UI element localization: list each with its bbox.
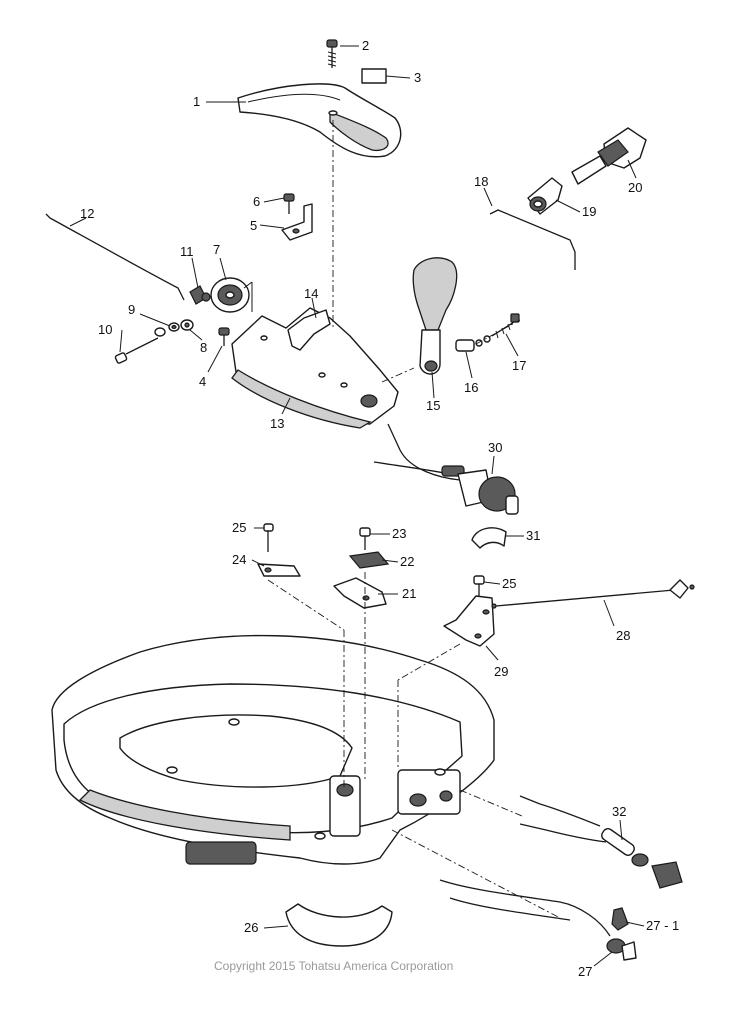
callout-5: 5 — [250, 218, 257, 233]
callout-27-1: 27 - 1 — [646, 918, 679, 933]
part-20-choke-knob — [571, 127, 647, 185]
part-3-label — [361, 68, 387, 84]
callout-11: 11 — [180, 244, 194, 259]
callout-12: 12 — [80, 206, 94, 221]
part-11-clip — [189, 285, 211, 305]
callout-4: 4 — [199, 374, 206, 389]
callout-30: 30 — [488, 440, 502, 455]
assembly-lines — [267, 120, 561, 919]
part-32-choke-cable — [519, 795, 683, 889]
part-10-bolt — [114, 327, 166, 364]
callout-27: 27 — [578, 964, 592, 979]
callout-29: 29 — [494, 664, 508, 679]
part-29-bracket — [443, 595, 495, 647]
bottom-cowling — [51, 634, 495, 865]
copyright-notice: Copyright 2015 Tohatsu America Corporati… — [214, 959, 453, 973]
part-7-pulley — [210, 277, 253, 313]
callout-19: 19 — [582, 204, 596, 219]
callout-23: 23 — [392, 526, 406, 541]
callout-6: 6 — [253, 194, 260, 209]
callout-25a: 25 — [232, 520, 246, 535]
callout-26: 26 — [244, 920, 258, 935]
callout-8: 8 — [200, 340, 207, 355]
callout-20: 20 — [628, 180, 642, 195]
part-18-link-rod — [489, 209, 576, 270]
callout-31: 31 — [526, 528, 540, 543]
part-15-shift-lever — [412, 257, 458, 375]
callout-13: 13 — [270, 416, 284, 431]
part-16-bushing — [455, 339, 475, 352]
callout-1: 1 — [193, 94, 200, 109]
callout-21: 21 — [402, 586, 416, 601]
part-27-stop-switch — [439, 879, 637, 961]
part-25b-bolt — [473, 575, 485, 602]
part-1-top-cover — [237, 83, 402, 158]
part-19-key-knob — [527, 177, 563, 215]
callout-3: 3 — [414, 70, 421, 85]
part-13-handle-base — [231, 307, 399, 429]
part-14-lever-plate — [287, 309, 331, 351]
callout-22: 22 — [400, 554, 414, 569]
part-27-1-clip — [611, 907, 629, 931]
callout-25b: 25 — [502, 576, 516, 591]
part-8-washer — [180, 319, 194, 331]
callout-labels: 1 2 3 4 5 6 7 8 9 10 11 12 13 14 15 16 1… — [80, 38, 679, 979]
part-4-bolt — [218, 327, 230, 346]
callout-7: 7 — [213, 242, 220, 257]
part-5-bracket — [281, 203, 313, 241]
part-17-spring — [475, 313, 520, 347]
part-28-cable — [491, 579, 695, 609]
part-31-clip — [471, 527, 507, 549]
part-26-clamp-strap — [285, 903, 393, 947]
part-2-screw — [326, 39, 338, 68]
callout-32: 32 — [612, 804, 626, 819]
part-9-washer — [168, 322, 180, 332]
callout-2: 2 — [362, 38, 369, 53]
callout-17: 17 — [512, 358, 526, 373]
part-21-bracket — [333, 577, 387, 609]
part-23-bolt — [359, 527, 371, 550]
part-22-plate — [348, 551, 390, 569]
part-6-bolt — [283, 193, 295, 214]
callout-28: 28 — [616, 628, 630, 643]
callout-14: 14 — [304, 286, 318, 301]
callout-16: 16 — [464, 380, 478, 395]
callout-10: 10 — [98, 322, 112, 337]
part-25a-bolt — [263, 523, 274, 552]
callout-15: 15 — [426, 398, 440, 413]
part-30-switch — [373, 423, 519, 515]
part-12-rod — [45, 213, 185, 301]
leader-lines — [69, 45, 645, 967]
callout-9: 9 — [128, 302, 135, 317]
part-24-clamp-plate — [257, 563, 301, 577]
callout-24: 24 — [232, 552, 246, 567]
callout-18: 18 — [474, 174, 488, 189]
